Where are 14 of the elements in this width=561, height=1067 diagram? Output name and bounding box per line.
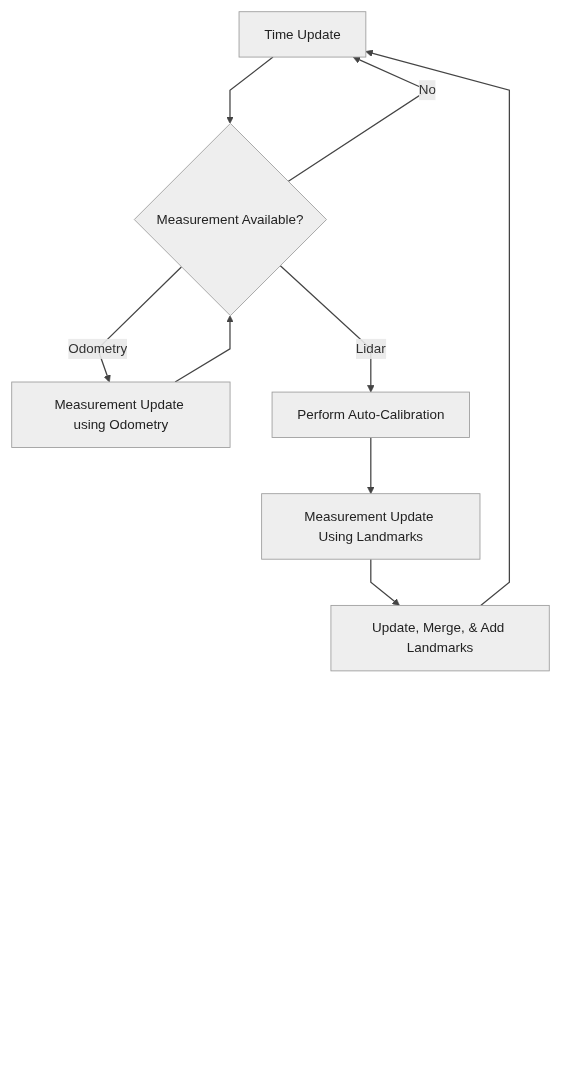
edge-label: Lidar xyxy=(355,341,386,356)
node-box: Measurement Update Using Landmarks xyxy=(261,493,481,560)
arrow xyxy=(370,558,400,606)
node-box: Measurement Update using Odometry xyxy=(11,381,231,448)
arrow xyxy=(367,436,375,495)
edge-label: Odometry xyxy=(68,341,128,356)
node-box: Update, Merge, & Add Landmarks xyxy=(330,604,550,672)
node-box: Time Update xyxy=(238,11,367,58)
arrow xyxy=(174,315,234,383)
node-box: Perform Auto-Calibration xyxy=(271,391,470,438)
node-diamond: Measurement Available? xyxy=(133,123,327,317)
edge-label: No xyxy=(418,82,436,97)
arrow xyxy=(226,56,274,124)
arrow xyxy=(365,49,510,606)
